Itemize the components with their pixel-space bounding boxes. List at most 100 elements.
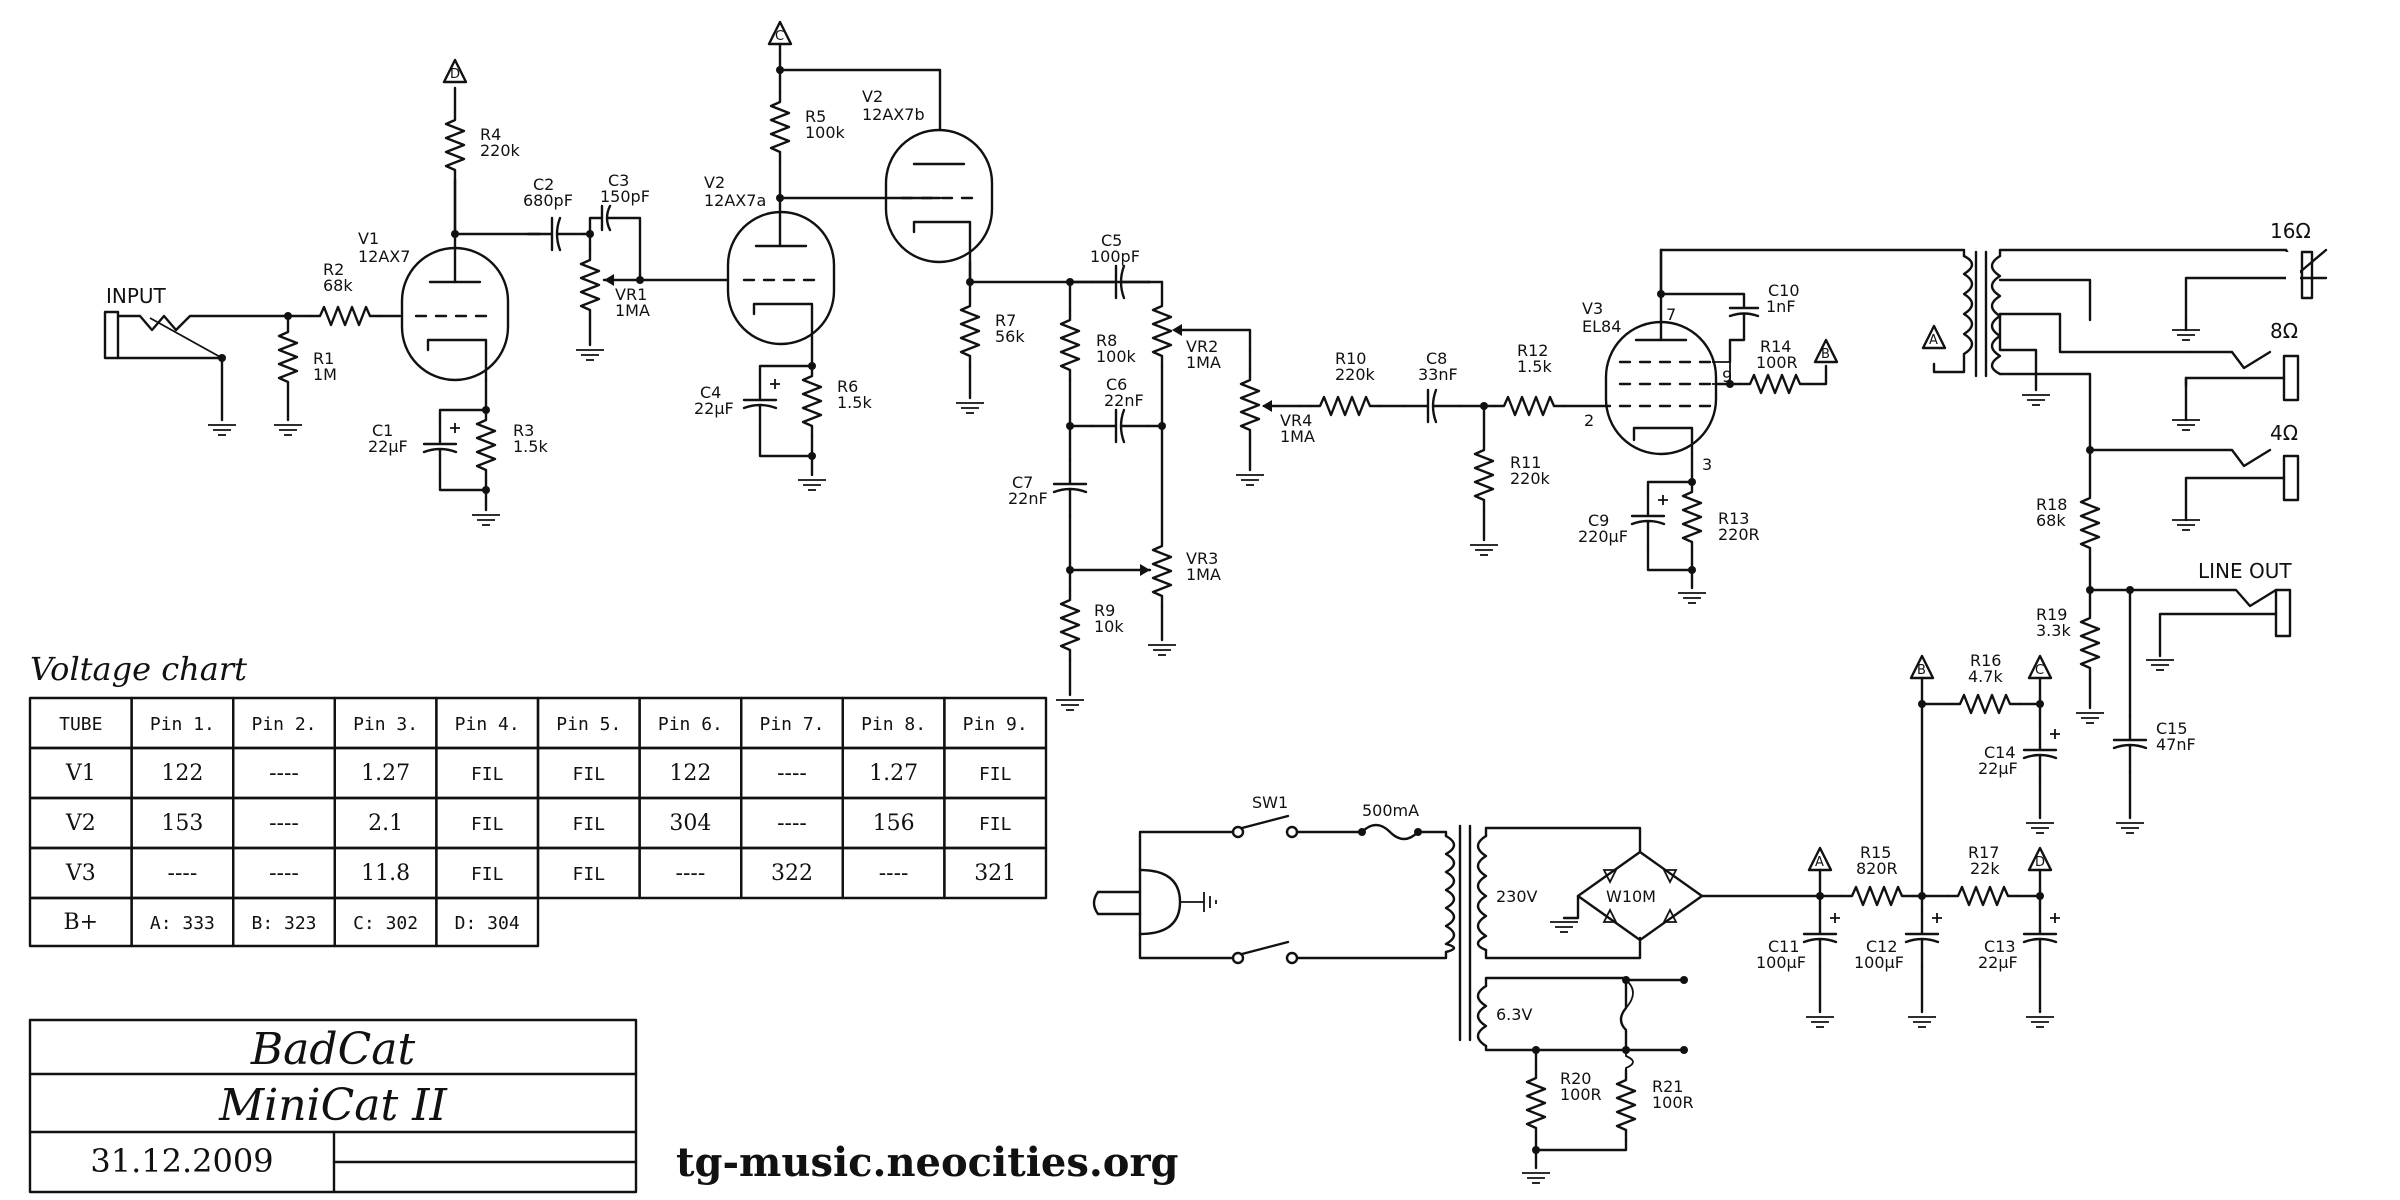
out-16-label: 16Ω (2270, 219, 2311, 243)
tube-v1: V1 12AX7 (358, 178, 510, 382)
ground-icon (273, 424, 303, 436)
chart-value: ---- (879, 861, 909, 886)
vr3-value: 1MA (1186, 565, 1221, 584)
c15-value: 47nF (2156, 735, 2196, 754)
chart-value: ---- (269, 811, 299, 836)
resistor-r6 (801, 364, 823, 438)
v2a-name: V2 (704, 173, 725, 192)
ground-icon (2075, 712, 2105, 724)
tube-v2b: V2 12AX7b (862, 87, 994, 284)
tube-v3: V3 EL84 (1582, 299, 1731, 456)
c2-ref: C2 (533, 175, 554, 194)
supply-c-label-psu: C (2035, 663, 2044, 678)
capacitor-c9 (1630, 490, 1670, 550)
r10-value: 220k (1335, 365, 1376, 384)
chart-value: 2.1 (368, 811, 403, 836)
chart-value: 304 (669, 811, 711, 836)
r13-value: 220R (1718, 525, 1760, 544)
mains-plug (1092, 830, 1234, 960)
r16-value: 4.7k (1968, 667, 2003, 686)
v2b-type: 12AX7b (862, 105, 925, 124)
c1-value: 22μF (368, 437, 408, 456)
output-4ohm: 4Ω (2088, 421, 2300, 531)
c10-value: 1nF (1766, 297, 1796, 316)
r18-ref: R18 (2036, 495, 2067, 514)
bplus-value: A: 333 (150, 913, 215, 934)
chart-header: Pin 2. (251, 714, 316, 735)
website-label: tg-music.neocities.org (676, 1139, 1179, 1186)
ground-icon (2021, 394, 2051, 406)
r9-ref: R9 (1094, 601, 1115, 620)
ground-icon (2115, 822, 2145, 834)
chart-value: FIL (979, 814, 1012, 835)
v2a-type: 12AX7a (704, 191, 766, 210)
r20-ref: R20 (1560, 1069, 1591, 1088)
heater-supply: R20 100R R21 100R (1521, 976, 1694, 1184)
c3-value: 150pF (600, 187, 650, 206)
r20-value: 100R (1560, 1085, 1602, 1104)
ground-icon (1805, 1016, 1835, 1028)
r1-ref: R1 (313, 349, 334, 368)
chart-header: Pin 6. (658, 714, 723, 735)
r5-value: 100k (805, 123, 846, 142)
c8-value: 33nF (1418, 365, 1458, 384)
r8-ref: R8 (1096, 331, 1117, 350)
ground-icon (1549, 921, 1579, 933)
resistor-r5 (769, 90, 791, 164)
chart-cell (943, 846, 1048, 900)
chart-value: 122 (161, 761, 203, 786)
v3-pin7: 7 (1666, 305, 1676, 324)
c5-ref: C5 (1101, 231, 1122, 250)
resistor-r9 (1059, 588, 1081, 662)
title-block: BadCat MiniCat II 31.12.2009 (28, 1018, 638, 1194)
c3-ref: C3 (608, 171, 629, 190)
supply-d-label-psu: D (2035, 855, 2045, 870)
c13-value: 22μF (1978, 953, 2018, 972)
ground-icon (1235, 474, 1265, 486)
v3-pin3: 3 (1702, 455, 1712, 474)
c8-ref: C8 (1426, 349, 1447, 368)
supply-a-label-psu: A (1815, 855, 1824, 870)
potentiometer-vr2 (1151, 294, 1173, 368)
supply-d-label: D (450, 67, 460, 82)
ground-icon (2025, 1016, 2055, 1028)
ground-icon (2025, 822, 2055, 834)
v3-type: EL84 (1582, 317, 1621, 336)
c4-value: 22μF (694, 399, 734, 418)
chart-value: FIL (573, 864, 606, 885)
r8-value: 100k (1096, 347, 1137, 366)
r19-ref: R19 (2036, 605, 2067, 624)
chart-value: ---- (269, 861, 299, 886)
r17-ref: R17 (1968, 843, 1999, 862)
ground-icon (471, 514, 501, 526)
chart-value: ---- (676, 861, 706, 886)
chart-value: FIL (573, 764, 606, 785)
c9-value: 220μF (1578, 527, 1628, 546)
v63-label: 6.3V (1496, 1005, 1532, 1024)
vr4-value: 1MA (1280, 427, 1315, 446)
v1-name: V1 (358, 229, 379, 248)
r1-value: 1M (313, 365, 337, 384)
v2b-name: V2 (862, 87, 883, 106)
capacitor-c14 (2022, 724, 2062, 784)
resistor-r11 (1473, 438, 1495, 512)
supply-b-label-r14: B (1821, 347, 1830, 362)
c13-ref: C13 (1984, 937, 2016, 956)
r7-ref: R7 (995, 311, 1016, 330)
supply-c-label-top: C (775, 29, 784, 44)
ground-icon (955, 402, 985, 414)
chart-value: V2 (65, 811, 96, 836)
chart-header: Pin 9. (963, 714, 1028, 735)
resistor-r3 (475, 408, 497, 482)
vr1-value: 1MA (615, 301, 650, 320)
r5-ref: R5 (805, 107, 826, 126)
r7-value: 56k (995, 327, 1025, 346)
c5-value: 100pF (1090, 247, 1140, 266)
model-title: MiniCat II (218, 1080, 448, 1131)
output-8ohm: 8Ω (2171, 319, 2300, 431)
resistor-r18 (2079, 486, 2101, 560)
r12-value: 1.5k (1517, 357, 1552, 376)
vr3-ref: VR3 (1186, 549, 1218, 568)
